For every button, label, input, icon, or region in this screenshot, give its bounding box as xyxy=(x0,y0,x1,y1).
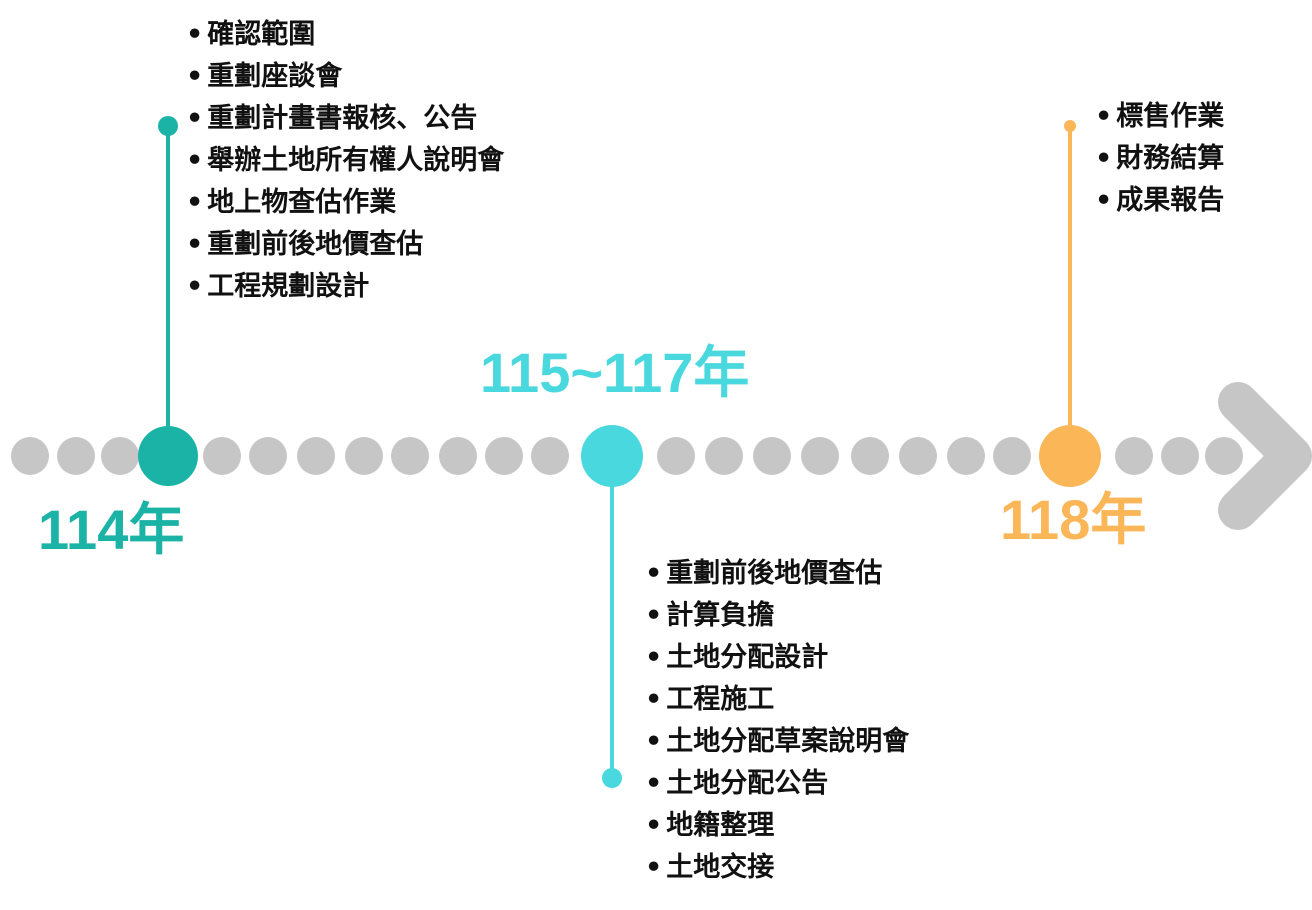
timeline-dot xyxy=(531,437,569,475)
phase-118-milestone-marker xyxy=(1039,425,1101,487)
timeline-milestones xyxy=(138,116,1101,788)
phase-115-117-task: 重劃前後地價查估 xyxy=(645,553,909,595)
timeline-dot xyxy=(345,437,383,475)
phase-115-117-task: 土地分配草案說明會 xyxy=(645,721,909,763)
phase-114-task: 工程規劃設計 xyxy=(186,266,504,308)
phase-115-117-task-list: 重劃前後地價查估 計算負擔 土地分配設計 工程施工 土地分配草案說明會 土地分配… xyxy=(645,553,909,889)
timeline-dot xyxy=(101,437,139,475)
phase-115-117-task: 地籍整理 xyxy=(645,805,909,847)
timeline-dot xyxy=(705,437,743,475)
phase-114-year-label: 114年 xyxy=(38,498,185,561)
timeline-dot xyxy=(1205,437,1243,475)
phase-115-117-stem-end-dot xyxy=(602,768,622,788)
timeline-dot xyxy=(439,437,477,475)
timeline-dot xyxy=(657,437,695,475)
phase-115-117-task: 工程施工 xyxy=(645,679,909,721)
phase-114-task: 重劃計畫書報核、公告 xyxy=(186,98,504,140)
phase-115-117-task: 土地分配公告 xyxy=(645,763,909,805)
timeline-dots xyxy=(11,437,1243,475)
timeline-dot xyxy=(993,437,1031,475)
timeline-dot xyxy=(485,437,523,475)
phase-114-task: 重劃座談會 xyxy=(186,56,504,98)
timeline-dot xyxy=(801,437,839,475)
timeline-dot xyxy=(57,437,95,475)
phase-114-milestone-marker xyxy=(138,426,198,486)
timeline-dot xyxy=(297,437,335,475)
timeline-arrow-icon xyxy=(1218,382,1312,530)
phase-114-stem-end-dot xyxy=(158,116,178,136)
phase-114-task: 舉辦土地所有權人說明會 xyxy=(186,140,504,182)
timeline-dot xyxy=(11,437,49,475)
timeline-dot xyxy=(753,437,791,475)
timeline-dot xyxy=(1115,437,1153,475)
phase-118-task-list: 標售作業 財務結算 成果報告 xyxy=(1095,96,1224,222)
phase-118-task: 標售作業 xyxy=(1095,96,1224,138)
phase-114-task-list: 確認範圍 重劃座談會 重劃計畫書報核、公告 舉辦土地所有權人說明會 地上物查估作… xyxy=(186,14,504,308)
phase-114-task: 確認範圍 xyxy=(186,14,504,56)
timeline-dot xyxy=(249,437,287,475)
timeline-dot xyxy=(851,437,889,475)
timeline-dot xyxy=(899,437,937,475)
phase-114-task: 地上物查估作業 xyxy=(186,182,504,224)
phase-115-117-task: 計算負擔 xyxy=(645,595,909,637)
phase-118-task: 財務結算 xyxy=(1095,138,1224,180)
phase-118-stem-end-dot xyxy=(1064,120,1076,132)
phase-118-year-label: 118年 xyxy=(1000,488,1147,551)
timeline-dot xyxy=(391,437,429,475)
phase-118-task: 成果報告 xyxy=(1095,180,1224,222)
phase-115-117-year-label: 115~117年 xyxy=(480,341,750,404)
timeline-dot xyxy=(203,437,241,475)
phase-114-task: 重劃前後地價查估 xyxy=(186,224,504,266)
phase-115-117-milestone-marker xyxy=(581,425,643,487)
timeline-dot xyxy=(947,437,985,475)
phase-115-117-task: 土地分配設計 xyxy=(645,637,909,679)
phase-115-117-task: 土地交接 xyxy=(645,847,909,889)
timeline-dot xyxy=(1161,437,1199,475)
